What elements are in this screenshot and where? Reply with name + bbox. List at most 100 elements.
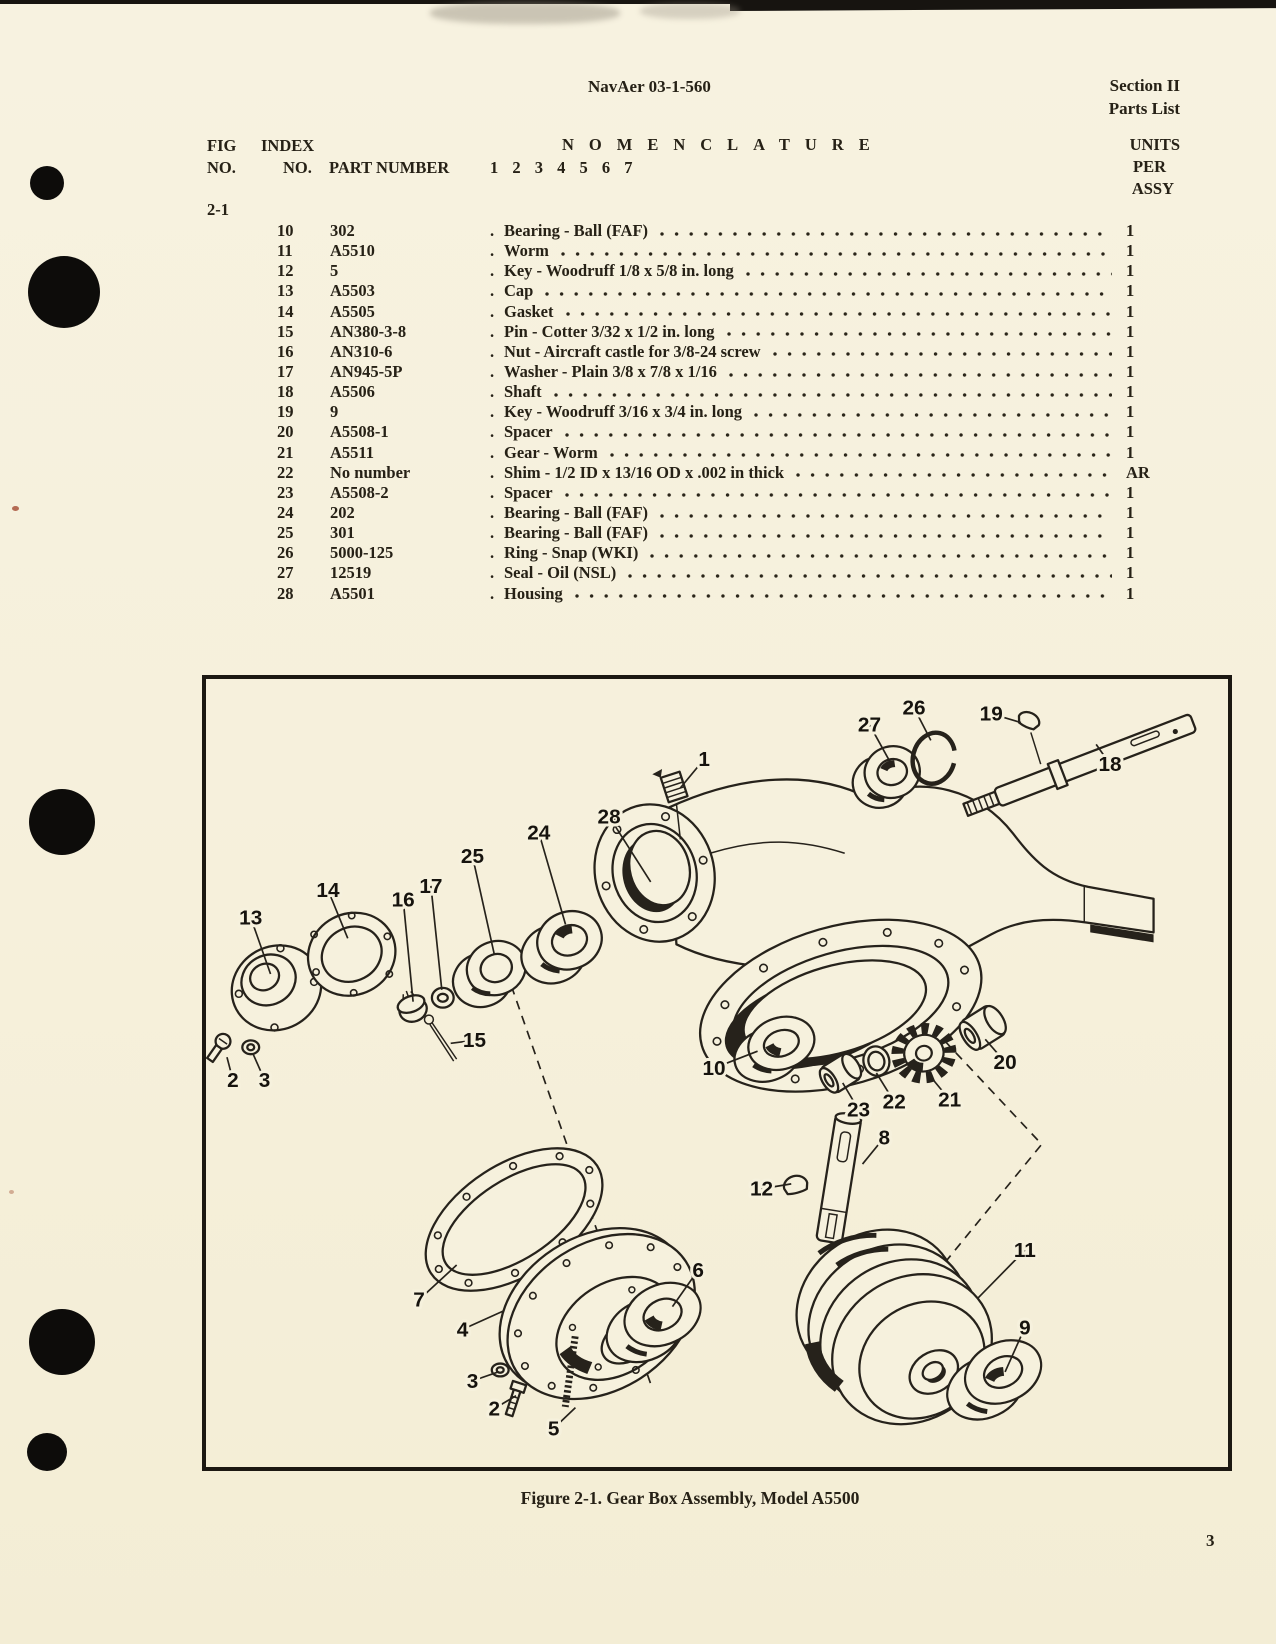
scan-smudge — [430, 2, 620, 24]
table-row: 10 302 . Bearing - Ball (FAF) 1 — [277, 221, 1162, 241]
doc-number: NavAer 03-1-560 — [588, 77, 711, 96]
part-key-12 — [782, 1174, 809, 1196]
dot-leader — [564, 431, 1112, 439]
part-number: 302 — [330, 221, 355, 240]
dot-leader — [650, 552, 1112, 560]
table-row: 28 A5501 . Housing 1 — [277, 584, 1162, 604]
part-stud — [561, 1335, 579, 1408]
callout-label: 3 — [467, 1370, 479, 1393]
dot-leader — [754, 411, 1112, 419]
part-number: A5505 — [330, 301, 375, 321]
callout-label: 25 — [461, 845, 484, 868]
callout-label: 20 — [994, 1051, 1017, 1074]
dot-leader — [560, 250, 1112, 258]
nomenclature: Bearing - Ball (FAF) — [504, 221, 649, 240]
callout-label: 5 — [548, 1417, 560, 1440]
callout-label: 24 — [527, 821, 551, 844]
nomenclature: Shaft — [504, 382, 542, 402]
callout-label: 11 — [1014, 1239, 1036, 1262]
part-shim — [862, 1045, 891, 1077]
dot-leader — [609, 452, 1112, 460]
callout-leader-line — [713, 1050, 758, 1069]
part-gasket-14 — [306, 911, 397, 997]
part-number: A5510 — [330, 241, 375, 261]
part-spacer-20 — [958, 1004, 1007, 1051]
callout-leader-line — [913, 707, 932, 741]
punch-hole — [30, 166, 64, 200]
dot-leader — [728, 371, 1112, 379]
callout-leader-line — [761, 1183, 792, 1190]
callout-leader-line — [462, 1309, 505, 1331]
part-number: 5000-125 — [330, 543, 394, 563]
index-no: 16 — [277, 341, 294, 361]
part-castle-nut — [396, 990, 428, 1023]
index-no: 23 — [277, 482, 294, 502]
part-number: A5508-2 — [330, 482, 389, 502]
units-per-assy: 1 — [1126, 301, 1135, 321]
callout-label: 4 — [457, 1318, 469, 1341]
part-number: 9 — [330, 402, 339, 422]
part-number: A5501 — [330, 583, 375, 603]
callout-label: 22 — [883, 1091, 906, 1114]
nomenclature: Shim - 1/2 ID x 13/16 OD x .002 in thick — [504, 462, 785, 482]
indent-dot: . — [490, 221, 495, 240]
table-row: 27 12519 . Seal - Oil (NSL) 1 — [277, 563, 1162, 583]
nomenclature: Nut - Aircraft castle for 3/8-24 screw — [504, 341, 761, 361]
units-per-assy: 1 — [1126, 321, 1135, 341]
part-number: A5503 — [330, 281, 375, 301]
part-washer-3 — [241, 1039, 261, 1056]
units-per-assy: 1 — [1126, 502, 1135, 522]
index-no: 21 — [277, 442, 294, 462]
col-header-index: INDEX — [261, 136, 315, 155]
plug-axis-line — [675, 803, 682, 840]
exploded-diagram: 2313141617152524281272619181023222120812… — [205, 694, 1197, 1443]
part-screw-2 — [205, 1032, 232, 1064]
dot-leader — [660, 532, 1112, 540]
part-number: 12519 — [330, 563, 372, 583]
callout-leader-line — [251, 1052, 266, 1081]
callout-leader-line — [472, 1371, 499, 1382]
nomenclature: Ring - Snap (WKI) — [504, 543, 639, 563]
table-row: 11 A5510 . Worm 1 — [277, 241, 1162, 261]
part-bearing-24 — [520, 910, 603, 985]
callout-label: 26 — [902, 697, 925, 720]
table-row: 14 A5505 . Gasket 1 — [277, 302, 1162, 322]
callout-label: 13 — [239, 907, 262, 930]
indent-dot: . — [490, 583, 495, 603]
table-row: 22 No number . Shim - 1/2 ID x 13/16 OD … — [277, 463, 1162, 483]
index-no: 20 — [277, 422, 294, 442]
indent-dot: . — [490, 281, 495, 301]
callout-label: 14 — [316, 879, 340, 902]
callout-leader-line — [990, 712, 1022, 724]
units-per-assy: 1 — [1126, 361, 1135, 381]
index-no: 17 — [277, 361, 294, 381]
scan-top-edge-right — [730, 0, 1276, 11]
nomenclature: Washer - Plain 3/8 x 7/8 x 1/16 — [504, 361, 717, 381]
punch-hole — [28, 256, 100, 328]
units-per-assy: 1 — [1126, 523, 1135, 543]
indent-dot: . — [490, 563, 495, 583]
index-no: 12 — [277, 261, 294, 281]
index-no: 11 — [277, 241, 293, 261]
callout-label: 19 — [980, 703, 1003, 726]
callout-leader-line — [538, 832, 567, 925]
col-header-index-no: NO. — [283, 158, 312, 177]
indent-dot: . — [490, 261, 495, 281]
callout-label: 3 — [259, 1069, 271, 1092]
callout-label: 18 — [1098, 753, 1121, 776]
col-header-indent-levels: 1 2 3 4 5 6 7 — [490, 158, 638, 177]
part-washer-17 — [430, 986, 455, 1009]
section-subtitle: Parts List — [1108, 98, 1180, 118]
callout-leader-line — [861, 1136, 885, 1165]
nomenclature: Housing — [504, 583, 563, 603]
part-number: No number — [330, 462, 411, 482]
units-label: UNITS — [1129, 135, 1180, 154]
table-row: 21 A5511 . Gear - Worm 1 — [277, 443, 1162, 463]
nomenclature: Cap — [504, 281, 534, 301]
indent-dot: . — [490, 301, 495, 321]
dot-leader — [660, 230, 1112, 238]
nomenclature: Pin - Cotter 3/32 x 1/2 in. long — [504, 321, 715, 341]
units-per-assy: AR — [1126, 462, 1150, 482]
callout-leader-line — [976, 1249, 1026, 1300]
